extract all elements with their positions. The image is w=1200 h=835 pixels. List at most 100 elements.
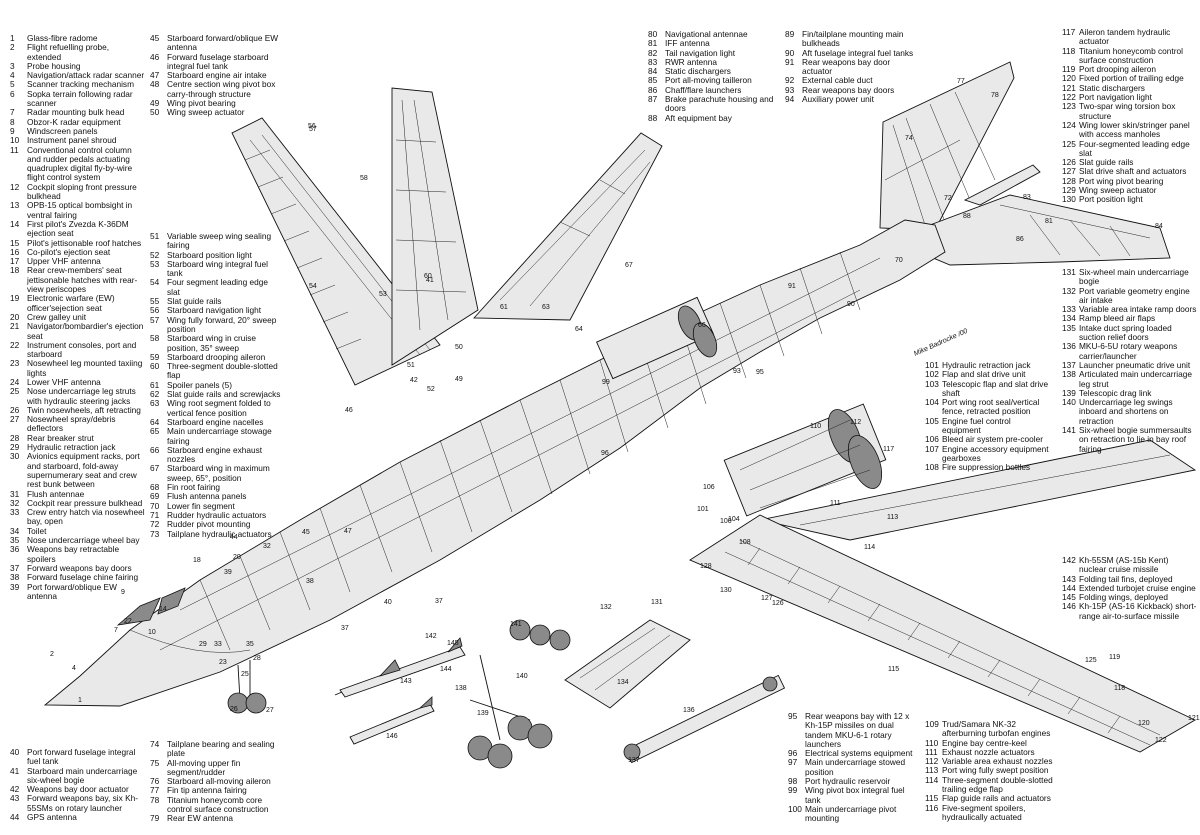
legend-item-text: Toilet — [27, 525, 47, 536]
legend-item-text: Fin root fairing — [167, 482, 221, 493]
legend-item-text: Crew galley unit — [27, 311, 87, 322]
callout-number: 61 — [500, 304, 508, 311]
legend-item-number: 71 — [150, 509, 160, 520]
legend-item-text: Telescopic flap and slat drive shaft — [942, 378, 1049, 398]
starboard-engine-nacelles — [596, 296, 718, 380]
legend-item-number: 11 — [10, 144, 19, 155]
legend-item-number: 81 — [648, 38, 658, 49]
legend-item-text: Radar mounting bulk head — [27, 107, 125, 118]
callout-number: 110 — [810, 423, 821, 430]
legend-item-number: 61 — [150, 379, 160, 390]
callout-number: 145 — [447, 640, 459, 647]
callout-number: 141 — [510, 621, 522, 628]
legend-item-number: 63 — [150, 398, 160, 409]
legend-item-number: 100 — [788, 803, 802, 814]
legend-item-text: Engine bay centre-keel — [942, 737, 1027, 748]
legend-item-number: 23 — [10, 358, 20, 369]
callout-number: 57 — [309, 126, 317, 133]
legend-item-text: Slat guide rails and screwjacks — [167, 389, 281, 400]
callout-number: 20 — [233, 554, 241, 561]
legend-item-text: Extended turbojet cruise engine — [1079, 582, 1196, 593]
legend-item-text: Spoiler panels (5) — [167, 379, 233, 390]
callout-number: 131 — [651, 599, 663, 606]
callout-number: 130 — [720, 587, 732, 594]
legend-item-text: Navigation/attack radar scanner — [27, 70, 145, 81]
nose-undercarriage — [227, 660, 267, 714]
legend-item-text: Aileron tandem hydraulic actuator — [1079, 27, 1171, 47]
legend-item-text: Static dischargers — [665, 66, 731, 77]
callout-number: 4 — [72, 665, 76, 672]
legend-item-text: Auxiliary power unit — [802, 94, 874, 105]
legend-item-text: Lower fin segment — [167, 500, 235, 511]
callout-number: 50 — [455, 344, 463, 351]
legend-item-number: 98 — [788, 776, 798, 787]
legend-item-text: Port forward/oblique EW antenna — [27, 581, 117, 601]
legend-item-number: 130 — [1062, 194, 1076, 205]
legend-item-text: IFF antenna — [665, 38, 710, 49]
legend-item-number: 12 — [10, 181, 20, 192]
legend-item-number: 108 — [925, 462, 939, 473]
legend-item-text: Three-segment double-slotted flap — [167, 361, 278, 381]
callout-number: 22 — [124, 618, 132, 625]
legend-item-number: 14 — [10, 218, 20, 229]
callout-number: 41 — [426, 277, 434, 284]
legend-item-text: Tailplane bearing and sealing plate — [167, 739, 275, 759]
callout-number: 91 — [788, 283, 796, 290]
legend-item-text: Wing pivot box integral fuel tank — [805, 785, 905, 805]
legend-item-number: 47 — [150, 70, 160, 81]
legend-item-number: 107 — [925, 443, 939, 454]
legend-item-text: Port forward fuselage integral fuel tank — [27, 747, 136, 767]
legend-item-text: Wing lower skin/stringer panel with acce… — [1079, 119, 1190, 140]
legend-item-text: Titanium honeycomb control surface const… — [1079, 45, 1183, 65]
callout-number: 114 — [864, 544, 875, 551]
callout-number: 118 — [1114, 685, 1125, 692]
legend-item-number: 73 — [150, 528, 160, 539]
legend-item-number: 89 — [785, 29, 795, 39]
callout-number: 101 — [697, 506, 709, 513]
callout-number: 10 — [148, 629, 156, 636]
legend-item-text: Starboard engine nacelles — [167, 416, 264, 427]
legend-item-number: 119 — [1062, 64, 1076, 75]
legend-item-text: Forward weapons bay, six Kh-55SMs on rot… — [27, 793, 138, 813]
legend-item-number: 1 — [10, 33, 15, 43]
legend-item-number: 54 — [150, 277, 160, 288]
legend-item-text: Instrument consoles, port and starboard — [27, 339, 137, 360]
legend-item-text: Port hydraulic reservoir — [805, 776, 891, 787]
legend-item-text: Instrument panel shroud — [27, 135, 117, 146]
legend-item-text: OPB-15 optical bombsight in ventral fair… — [27, 200, 133, 220]
legend-item-text: Six-wheel main undercarriage bogie — [1079, 267, 1189, 287]
legend-item-text: Starboard engine air intake — [167, 70, 267, 81]
legend-item-number: 145 — [1062, 592, 1076, 603]
legend-item-text: Titanium honeycomb core control surface … — [167, 794, 269, 815]
legend-item-number: 76 — [150, 776, 160, 787]
legend-item-number: 52 — [150, 249, 160, 260]
callout-number: 32 — [263, 543, 271, 550]
